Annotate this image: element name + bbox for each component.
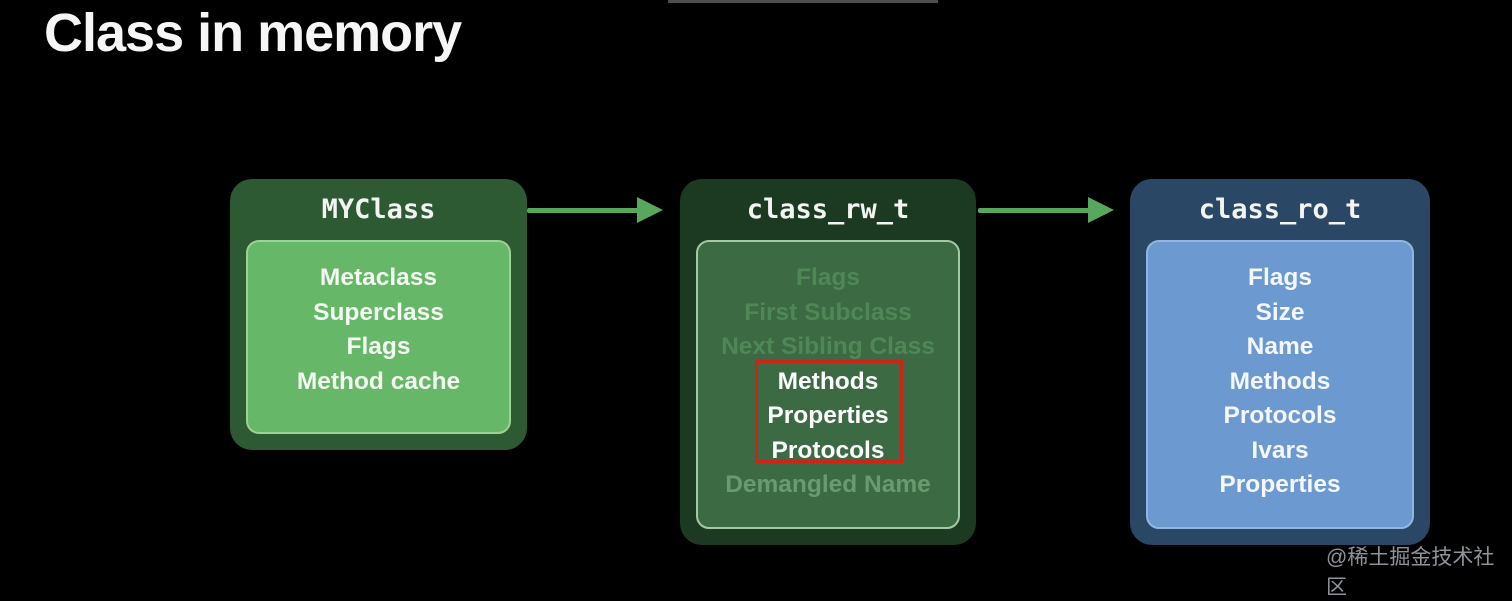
- box-class-ro-t-fields: Flags Size Name Methods Protocols Ivars …: [1146, 240, 1414, 529]
- field-row: Next Sibling Class: [721, 333, 935, 360]
- field-row: Methods: [1229, 367, 1331, 395]
- field-row: Demangled Name: [725, 471, 931, 498]
- arrow-line: [978, 208, 1090, 213]
- box-title: class_rw_t: [746, 194, 910, 225]
- arrowhead-icon: [1088, 197, 1114, 223]
- field-row: Protocols: [771, 436, 885, 464]
- field-row: Name: [1246, 333, 1314, 360]
- arrow-class-rw-t-to-class-ro-t: [978, 193, 1114, 229]
- box-title: class_ro_t: [1198, 194, 1362, 225]
- arrowhead-icon: [637, 197, 663, 223]
- field-row: Superclass: [313, 298, 444, 326]
- arrow-myclass-to-class-rw-t: [527, 193, 663, 229]
- watermark: @稀土掘金技术社区: [1326, 546, 1495, 599]
- box-myclass: MYClass Metaclass Superclass Flags Metho…: [230, 179, 527, 450]
- field-row: Size: [1255, 298, 1305, 326]
- field-row: Flags: [346, 333, 411, 360]
- field-row: First Subclass: [744, 298, 912, 326]
- field-row: Metaclass: [319, 264, 438, 291]
- field-row: Properties: [1219, 471, 1341, 498]
- box-myclass-fields: Metaclass Superclass Flags Method cache: [246, 240, 511, 434]
- arrow-line: [527, 208, 639, 213]
- field-row: Protocols: [1223, 402, 1337, 429]
- field-row: Properties: [767, 402, 889, 429]
- field-row: Ivars: [1251, 436, 1309, 464]
- box-class-ro-t: class_ro_t Flags Size Name Methods Proto…: [1130, 179, 1430, 545]
- box-class-rw-t-fields: Flags First Subclass Next Sibling Class …: [696, 240, 960, 529]
- highlight-red-box: [755, 360, 903, 463]
- field-row: Flags: [796, 264, 860, 291]
- field-row: Method cache: [296, 367, 461, 395]
- box-title: MYClass: [321, 194, 436, 225]
- field-row: Flags: [1248, 264, 1312, 291]
- box-class-rw-t: class_rw_t Flags First Subclass Next Sib…: [680, 179, 976, 545]
- video-progress-line: [668, 0, 938, 3]
- field-row: Methods: [777, 367, 879, 395]
- page-title: Class in memory: [44, 3, 462, 63]
